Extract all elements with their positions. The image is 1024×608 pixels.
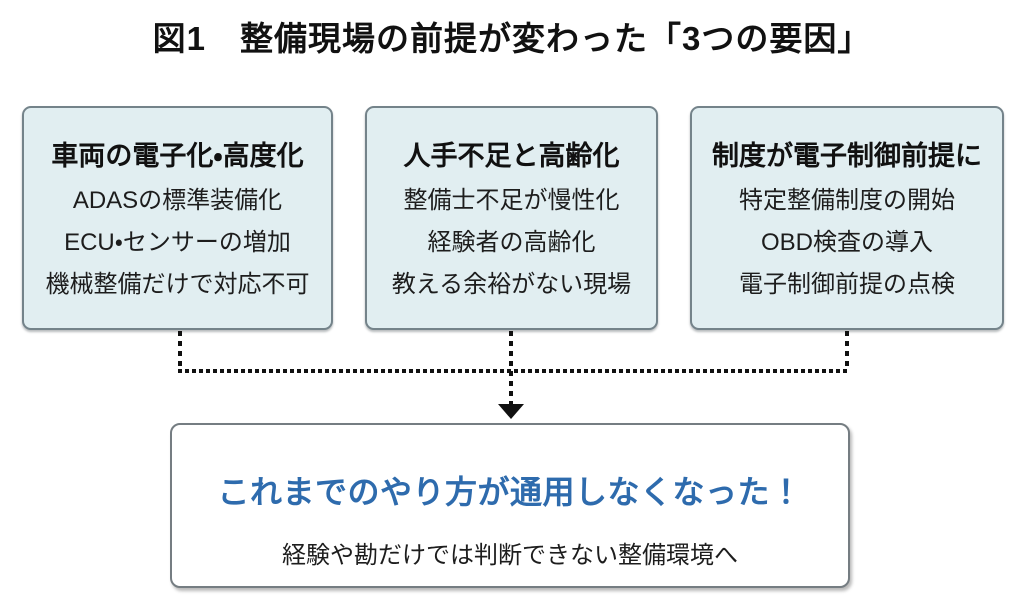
factor-item: OBD検査の導入 bbox=[760, 228, 933, 256]
factor-item: ADASの標準装備化 bbox=[72, 186, 283, 214]
connector-line-horizontal bbox=[178, 369, 849, 373]
factor-item: 機械整備だけで対応不可 bbox=[45, 270, 310, 298]
conclusion-headline: これまでのやり方が通用しなくなった！ bbox=[217, 474, 803, 510]
factor-item: 教える余裕がない現場 bbox=[391, 270, 632, 298]
factor-item: 経験者の高齢化 bbox=[427, 228, 596, 256]
factor-item: 整備士不足が慢性化 bbox=[403, 186, 620, 214]
connector-line-right bbox=[845, 331, 849, 371]
factor-heading: 人手不足と高齢化 bbox=[403, 141, 620, 171]
factor-box-electronification: 車両の電子化・高度化 ADASの標準装備化 ECU・センサーの増加 機械整備だけ… bbox=[22, 106, 333, 330]
factor-item: 電子制御前提の点検 bbox=[739, 270, 955, 298]
conclusion-box: これまでのやり方が通用しなくなった！ 経験や勘だけでは判断できない整備環境へ bbox=[170, 423, 850, 588]
conclusion-subtext: 経験や勘だけでは判断できない整備環境へ bbox=[282, 542, 738, 569]
factor-items: 特定整備制度の開始 OBD検査の導入 電子制御前提の点検 bbox=[692, 180, 1002, 306]
down-arrowhead-icon bbox=[498, 404, 524, 419]
factor-item: ECU・センサーの増加 bbox=[64, 228, 291, 256]
factor-box-regulation: 制度が電子制御前提に 特定整備制度の開始 OBD検査の導入 電子制御前提の点検 bbox=[690, 106, 1004, 330]
factor-heading: 制度が電子制御前提に bbox=[712, 141, 982, 171]
connector-line-left bbox=[178, 331, 182, 371]
factor-heading: 車両の電子化・高度化 bbox=[51, 141, 304, 171]
connector-line-center bbox=[509, 331, 513, 405]
figure-title: 図1 整備現場の前提が変わった「3つの要因」 bbox=[152, 20, 872, 57]
factor-item: 特定整備制度の開始 bbox=[739, 186, 955, 214]
factor-items: ADASの標準装備化 ECU・センサーの増加 機械整備だけで対応不可 bbox=[24, 180, 331, 306]
factor-box-labor-shortage: 人手不足と高齢化 整備士不足が慢性化 経験者の高齢化 教える余裕がない現場 bbox=[365, 106, 658, 330]
factor-items: 整備士不足が慢性化 経験者の高齢化 教える余裕がない現場 bbox=[367, 180, 656, 306]
